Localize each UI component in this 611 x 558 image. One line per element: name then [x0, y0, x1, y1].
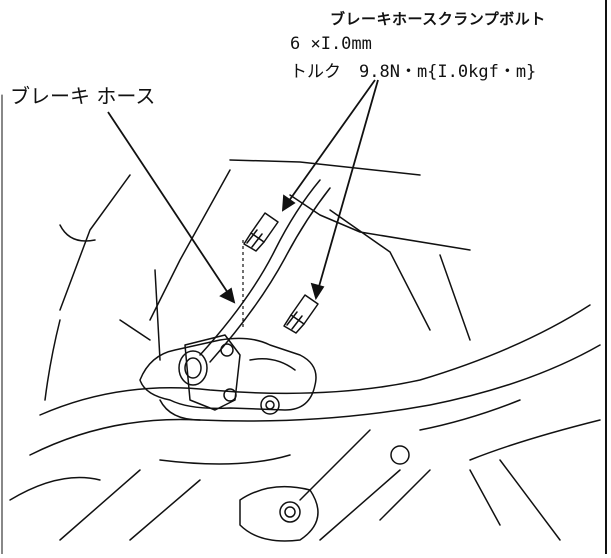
frame-line: [59, 174, 131, 311]
torque-label: トルク: [290, 62, 341, 82]
hose-fitting: [178, 350, 208, 386]
leader-arrow: [317, 79, 379, 291]
frame-line: [289, 194, 471, 251]
frame-line: [439, 254, 471, 341]
lower-curve: [159, 454, 291, 465]
torque-line: トルク 9.8N・m{I.0kgf・m}: [290, 57, 536, 82]
lower-curve: [9, 476, 101, 501]
frame-line: [154, 269, 161, 361]
hose-leader-arrow: [107, 111, 231, 297]
lower-line: [499, 459, 561, 541]
caliper-detail: [159, 399, 201, 421]
clamp-hole: [220, 343, 234, 357]
lower-line: [59, 469, 141, 541]
frame-line: [229, 159, 421, 176]
leader-arrow: [285, 79, 376, 206]
lower-line: [379, 469, 431, 521]
frame-line: [119, 319, 151, 341]
brake-hose: [199, 179, 321, 356]
fender-curve: [39, 304, 591, 416]
fender-curve: [29, 344, 601, 456]
caliper-detail: [249, 358, 296, 371]
frame-line: [59, 224, 96, 242]
clamp-hole: [223, 388, 237, 402]
bolt-size-label: 6 ×I.0mm: [290, 34, 372, 54]
arrow-head: [219, 287, 236, 304]
brake-hose: [209, 187, 331, 363]
frame-line: [329, 209, 431, 331]
lower-curve: [419, 399, 521, 431]
hose-fitting: [184, 357, 202, 379]
lower-line: [129, 479, 201, 541]
lower-line: [319, 469, 401, 541]
brake-caliper: [139, 337, 317, 411]
frame-line: [149, 169, 231, 321]
arrow-head: [310, 282, 325, 301]
lower-line: [299, 429, 371, 501]
bolt-icon: [283, 294, 319, 334]
arrow-head: [281, 194, 296, 212]
caliper-bolt-head: [265, 400, 275, 410]
lower-line: [469, 469, 501, 526]
bolt-icon: [243, 212, 279, 252]
lower-bolt: [284, 506, 296, 518]
torque-value: 9.8N・m{I.0kgf・m}: [359, 62, 537, 82]
bolt-title-label: ブレーキホースクランプボルト: [330, 10, 546, 28]
caliper-bolt-head: [260, 395, 280, 415]
hose-clamp-plate: [184, 334, 241, 411]
lower-part: [239, 485, 319, 542]
lower-bolt: [390, 445, 410, 465]
brake-hose-label: ブレーキ ホース: [10, 84, 156, 108]
lower-bolt: [279, 501, 301, 523]
frame-line: [44, 319, 61, 401]
lower-curve: [469, 419, 601, 461]
